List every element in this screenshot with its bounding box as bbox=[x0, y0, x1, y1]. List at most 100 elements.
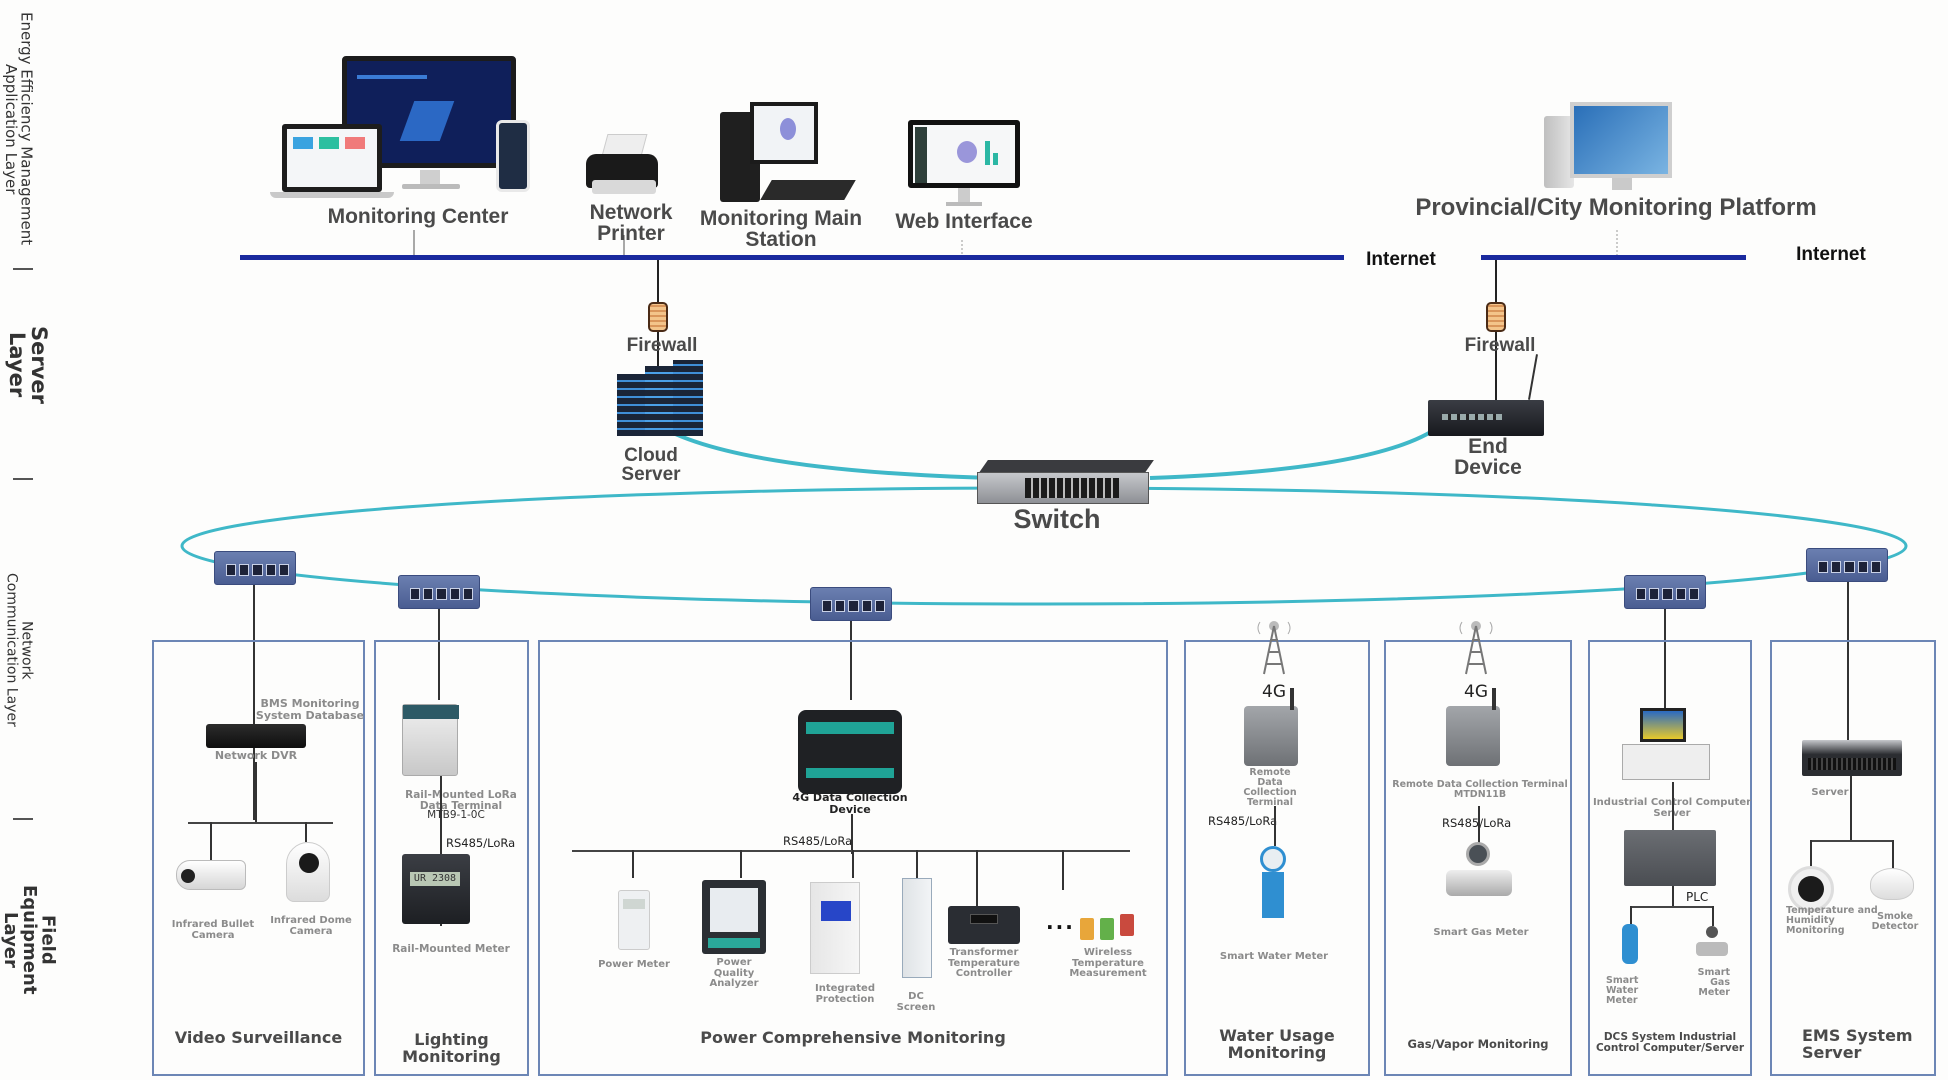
monitoring-center-devices bbox=[270, 54, 532, 199]
box-title-power: Power Comprehensive Monitoring bbox=[700, 1028, 1006, 1047]
layer-label-server: Server Layer bbox=[5, 325, 52, 404]
box-title-lighting: Lighting Monitoring bbox=[402, 1030, 501, 1066]
access-switch-1 bbox=[214, 551, 296, 585]
bullet-camera-label: Infrared Bullet Camera bbox=[171, 919, 255, 941]
network-printer-label: Network Printer bbox=[589, 201, 673, 245]
dcs-water-meter-label: Smart Water Meter bbox=[1606, 975, 1639, 1006]
wireless-temp-sensors-icon bbox=[1080, 902, 1140, 944]
firewall-icon bbox=[648, 302, 668, 332]
layer-divider bbox=[13, 478, 33, 480]
box-title-ems: EMS System Server bbox=[1802, 1026, 1913, 1062]
end-device-gateway-icon bbox=[1428, 354, 1546, 436]
internet-backbone-right bbox=[1481, 255, 1746, 260]
dome-camera-label: Infrared Dome Camera bbox=[270, 915, 352, 937]
integrated-protection-icon bbox=[810, 882, 860, 974]
rail-meter-display: UR 2308 bbox=[410, 872, 460, 886]
rail-meter-icon: UR 2308 bbox=[402, 854, 470, 924]
lora-terminal-icon bbox=[402, 704, 459, 776]
firewall-label-left: Firewall bbox=[626, 335, 698, 356]
main-station-label: Monitoring Main Station bbox=[699, 207, 863, 251]
remote-terminal-icon bbox=[1244, 688, 1298, 766]
power-device-label: Power Quality Analyzer bbox=[709, 957, 759, 989]
bms-database-label: BMS Monitoring System Database bbox=[255, 697, 365, 722]
temp-humidity-sensor-icon bbox=[1788, 866, 1834, 912]
core-switch-label: Switch bbox=[1013, 504, 1101, 534]
plc-icon bbox=[1624, 830, 1716, 886]
box-title-water: Water Usage Monitoring bbox=[1219, 1026, 1335, 1062]
box-water-monitoring: 4G Remote Data Collection Terminal RS485… bbox=[1184, 640, 1370, 1076]
power-device-label: Integrated Protection bbox=[815, 983, 875, 1005]
4g-data-collector-icon bbox=[798, 710, 902, 794]
box-power-monitoring: 4G Data Collection Device RS485/LoRa Pow… bbox=[538, 640, 1168, 1076]
gas-protocol-label: RS485/LoRa bbox=[1442, 816, 1512, 830]
network-dvr-icon bbox=[206, 724, 306, 748]
remote-terminal-label: Remote Data Collection Terminal bbox=[1243, 767, 1297, 808]
remote-terminal-label: Remote Data Collection Terminal MTDN11B bbox=[1392, 779, 1568, 800]
dcs-gas-meter-label: Smart Gas Meter bbox=[1697, 967, 1730, 998]
access-switch-4 bbox=[1624, 575, 1706, 609]
dome-camera-icon bbox=[286, 842, 330, 902]
access-switch-5 bbox=[1806, 548, 1888, 582]
network-4g-label: 4G bbox=[1262, 682, 1286, 702]
laptop-icon bbox=[282, 124, 382, 192]
core-switch-icon bbox=[977, 460, 1154, 506]
web-interface-monitor-icon bbox=[908, 120, 1020, 208]
layer-label-application: Energy Efficiency Management Application… bbox=[1, 12, 36, 246]
cloud-server-icon bbox=[617, 360, 705, 436]
box-title-dcs: DCS System Industrial Control Computer/S… bbox=[1595, 1031, 1745, 1055]
box-lighting-monitoring: Rail-Mounted LoRa Data Terminal MTB9-1-0… bbox=[374, 640, 529, 1076]
smart-gas-meter-icon bbox=[1446, 842, 1512, 904]
internet-backbone-left bbox=[240, 255, 1344, 260]
power-quality-analyzer-icon bbox=[702, 880, 766, 954]
water-protocol-label: RS485/LoRa bbox=[1208, 814, 1278, 828]
power-device-label: DC Screen bbox=[896, 991, 936, 1013]
smart-gas-meter-icon bbox=[1696, 926, 1728, 964]
enddevice-to-switch-link bbox=[1149, 424, 1442, 480]
smartphone-icon bbox=[496, 120, 530, 192]
power-device-label: Transformer Temperature Controller bbox=[948, 947, 1020, 979]
temp-humidity-label: Temperature and Humidity Monitoring bbox=[1786, 905, 1878, 936]
box-ems-system: Server Temperature and Humidity Monitori… bbox=[1770, 640, 1936, 1076]
cloud-server-label: Cloud Server bbox=[621, 445, 681, 485]
cell-tower-icon bbox=[1456, 618, 1496, 676]
power-device-label: Wireless Temperature Measurement bbox=[1069, 947, 1147, 979]
smart-water-meter-icon bbox=[1610, 924, 1650, 968]
access-switch-3 bbox=[810, 587, 892, 621]
internet-label-left: Internet bbox=[1366, 249, 1436, 270]
smoke-detector-icon bbox=[1870, 868, 1914, 900]
provincial-platform-label: Provincial/City Monitoring Platform bbox=[1415, 194, 1817, 221]
firewall-icon bbox=[1486, 302, 1506, 332]
4g-data-collector-label: 4G Data Collection Device bbox=[792, 791, 908, 816]
layer-label-network: Network Communication Layer bbox=[3, 573, 35, 727]
box-dcs-system: Industrial Control Computer Server PLC S… bbox=[1588, 640, 1752, 1076]
smart-water-meter-icon bbox=[1240, 846, 1306, 920]
ems-server-label: Server bbox=[1811, 787, 1849, 798]
layer-divider bbox=[13, 818, 33, 820]
lora-terminal-label: Rail-Mounted LoRa Data Terminal bbox=[405, 789, 517, 813]
smoke-detector-label: Smoke Detector bbox=[1871, 911, 1919, 932]
rail-meter-label: Rail-Mounted Meter bbox=[392, 943, 510, 955]
power-device-label: Power Meter bbox=[598, 959, 670, 970]
network-dvr-label: Network DVR bbox=[214, 749, 298, 762]
power-meter-icon bbox=[618, 890, 650, 950]
provincial-platform-computer-icon bbox=[1544, 102, 1676, 192]
internet-label-right: Internet bbox=[1796, 244, 1866, 265]
bullet-camera-icon bbox=[176, 860, 246, 890]
firewall-label-right: Firewall bbox=[1464, 335, 1536, 356]
box-title-gas: Gas/Vapor Monitoring bbox=[1407, 1037, 1549, 1051]
smart-gas-meter-label: Smart Gas Meter bbox=[1433, 927, 1529, 938]
smart-water-meter-label: Smart Water Meter bbox=[1219, 951, 1329, 962]
box-gas-monitoring: 4G Remote Data Collection Terminal MTDN1… bbox=[1384, 640, 1572, 1076]
access-switch-2 bbox=[398, 575, 480, 609]
monitoring-center-label: Monitoring Center bbox=[327, 205, 509, 228]
remote-terminal-icon bbox=[1446, 688, 1500, 766]
web-interface-label: Web Interface bbox=[895, 210, 1033, 233]
dc-screen-icon bbox=[902, 878, 932, 978]
end-device-label: End Device bbox=[1454, 435, 1522, 479]
main-station-computer-icon bbox=[720, 102, 856, 206]
more-devices-ellipsis: ... bbox=[1046, 910, 1075, 934]
network-4g-label: 4G bbox=[1464, 682, 1488, 702]
rack-server-icon bbox=[1802, 740, 1902, 776]
network-printer-icon bbox=[586, 134, 664, 198]
plc-label: PLC bbox=[1686, 890, 1709, 904]
